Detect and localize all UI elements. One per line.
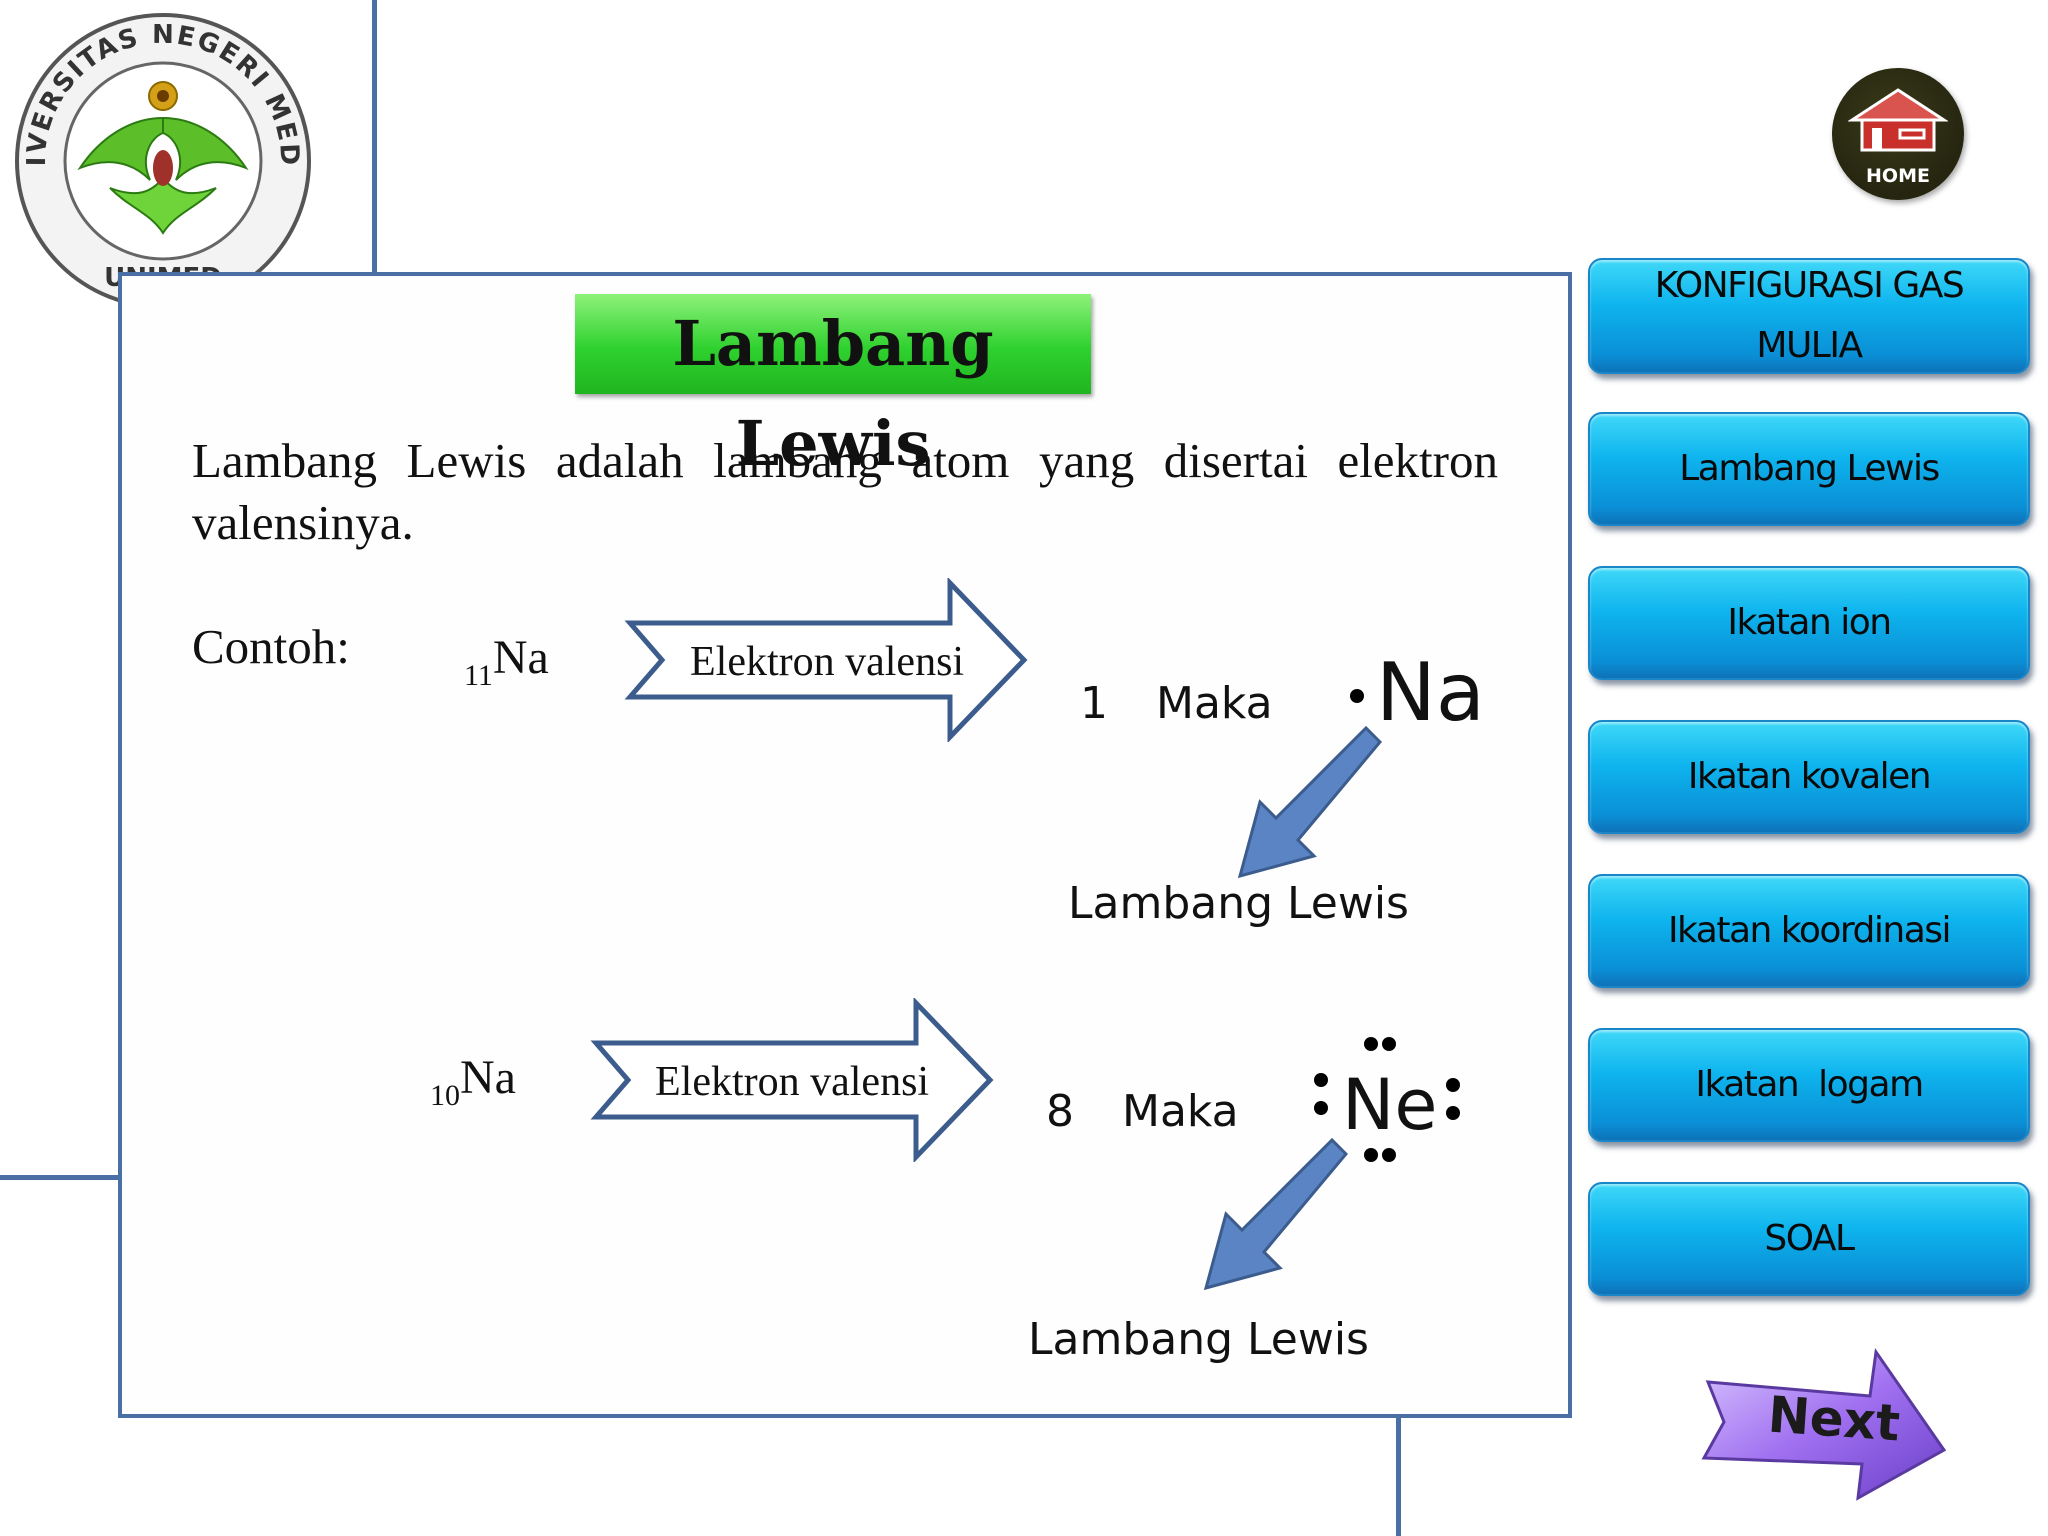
electron-dot [1446,1078,1460,1092]
down-left-arrow-1 [1237,726,1383,879]
element-notation-1: 11Na [464,630,549,692]
arrow-label-1: Elektron valensi [690,639,965,685]
frame-line-left-horizontal [0,1175,118,1180]
definition-text: Lambang Lewis adalah lambang atom yang d… [192,433,1498,550]
electron-dot [1364,1148,1378,1162]
electron-dot [1350,689,1364,703]
lewis-symbol-na: Na [1376,646,1485,739]
valence-count-1: 1 [1080,678,1108,729]
element-symbol-1: Na [492,631,549,684]
page-title: Lambang Lewis [575,294,1091,480]
element-symbol-2: Na [460,1051,516,1104]
sidebar-item-label: Ikatan koordinasi [1667,910,1952,951]
maka-label-1: Maka [1156,678,1273,729]
electron-dot [1446,1106,1460,1120]
sidebar-item-ikatan-logam[interactable]: Ikatan logam [1588,1028,2030,1142]
sidebar-item-label: Lambang Lewis [1679,448,1940,489]
electron-dot [1364,1037,1378,1051]
sidebar-item-label: Ikatan kovalen [1687,756,1932,797]
sidebar-item-soal[interactable]: SOAL [1588,1182,2030,1296]
sidebar-item-ikatan-koordinasi[interactable]: Ikatan koordinasi [1588,874,2030,988]
valence-arrow-1 [624,578,1028,742]
next-button[interactable]: Next [1700,1340,1950,1510]
lewis-symbol-ne: Ne [1342,1064,1438,1146]
next-arrow-icon [1701,1347,1947,1501]
sidebar-item-label: SOAL [1764,1218,1855,1259]
sidebar-item-ikatan-ion[interactable]: Ikatan ion [1588,566,2030,680]
electron-dot [1382,1037,1396,1051]
electron-dot [1382,1148,1396,1162]
content-panel [118,272,1572,1418]
sidebar-item-ikatan-kovalen[interactable]: Ikatan kovalen [1588,720,2030,834]
atomic-number-2: 10 [430,1079,460,1112]
lewis-result-label-2: Lambang Lewis [1028,1314,1369,1365]
element-notation-2: 10Na [430,1050,516,1112]
frame-line-bottom-vertical [1396,1418,1401,1536]
electron-dot [1314,1101,1328,1115]
sidebar-item-label: Ikatan ion [1727,602,1892,643]
sidebar-item-lambang-lewis[interactable]: Lambang Lewis [1588,412,2030,526]
sidebar-item-konfigurasi-gas-mulia[interactable]: KONFIGURASI GAS MULIA [1588,258,2030,374]
lewis-result-label-1: Lambang Lewis [1068,878,1409,929]
down-left-arrow-2 [1203,1138,1349,1291]
maka-label-2: Maka [1122,1086,1239,1137]
electron-dot [1314,1073,1328,1087]
sidebar-item-label: KONFIGURASI GAS MULIA [1654,265,1965,366]
home-button[interactable]: HOME [1832,68,1964,200]
arrow-label-2: Elektron valensi [655,1059,930,1105]
example-label: Contoh: [192,619,350,674]
unimed-logo: UNIVERSITAS NEGERI MEDAN UNIMED [0,0,316,314]
sidebar-item-label: Ikatan logam [1695,1064,1924,1105]
atomic-number-1: 11 [464,659,493,692]
home-label: HOME [1866,165,1930,187]
next-label: Next [1766,1385,1902,1453]
valence-count-2: 8 [1046,1086,1074,1137]
frame-line-top-vertical [372,0,377,272]
house-icon [1848,88,1948,152]
valence-arrow-2 [590,998,994,1162]
